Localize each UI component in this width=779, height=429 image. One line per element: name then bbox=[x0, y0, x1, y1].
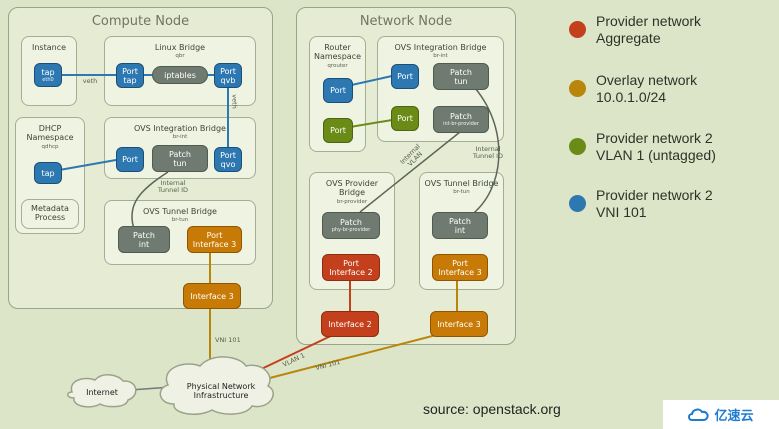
legend-text-overlay: Overlay network 10.0.1.0/24 bbox=[596, 72, 698, 105]
linux-bridge-title: Linux Bridge bbox=[154, 43, 206, 52]
legend-text-provider-aggregate: Provider network Aggregate bbox=[596, 13, 702, 46]
linux-bridge-sub: qbr bbox=[175, 53, 185, 59]
compute-ovs-tun-title: OVS Tunnel Bridge bbox=[143, 207, 217, 216]
source-credit: source: openstack.org bbox=[423, 401, 561, 417]
net-tun-patch-int[interactable]: Patch int bbox=[432, 212, 488, 239]
legend-dot-provider-vlan bbox=[569, 138, 586, 155]
physical-network-cloud-shape bbox=[159, 356, 274, 416]
wire-compute-internal-tunnel bbox=[131, 171, 169, 233]
network-ovs-tun-title: OVS Tunnel Bridge bbox=[424, 179, 499, 188]
cloud-logo-icon bbox=[688, 408, 710, 421]
compute-tun-patch-int[interactable]: Patch int bbox=[118, 226, 170, 253]
wire-iface2-to-physical bbox=[254, 333, 336, 373]
net-int-patch-provider-label: Patch bbox=[450, 112, 472, 121]
compute-ovs-tun-sub: br-tun bbox=[171, 217, 189, 223]
net-tun-port-iface3[interactable]: Port Interface 3 bbox=[432, 254, 488, 281]
network-node-title: Network Node bbox=[359, 14, 453, 29]
compute-int-port[interactable]: Port bbox=[116, 147, 144, 172]
net-int-patch-provider[interactable]: Patch int-br-provider bbox=[433, 106, 489, 133]
physical-network-label: Physical Network Infrastructure bbox=[186, 382, 256, 400]
linux-bridge-port-qvb[interactable]: Port qvb bbox=[214, 63, 242, 88]
watermark-text: 亿速云 bbox=[714, 409, 754, 424]
compute-node-title: Compute Node bbox=[91, 14, 190, 29]
instance-title: Instance bbox=[31, 43, 67, 52]
provider-bridge-sub: br-provider bbox=[336, 199, 368, 205]
legend-dot-provider-vni bbox=[569, 195, 586, 212]
dhcp-title: DHCP Namespace bbox=[26, 124, 74, 142]
router-port-green[interactable]: Port bbox=[323, 118, 353, 143]
compute-internal-tunnel-label: Internal Tunnel ID bbox=[157, 179, 189, 194]
network-ovs-int-title: OVS Integration Bridge bbox=[394, 43, 487, 52]
net-int-patch-provider-sub: int-br-provider bbox=[443, 121, 479, 127]
net-int-port-green[interactable]: Port bbox=[391, 106, 419, 131]
legend-text-provider-vni: Provider network 2 VNI 101 bbox=[596, 187, 713, 220]
compute-interface-3[interactable]: Interface 3 bbox=[183, 283, 241, 309]
provider-bridge-title: OVS Provider Bridge bbox=[325, 179, 379, 197]
dhcp-sub: qdhcp bbox=[41, 144, 59, 150]
dhcp-tap-port[interactable]: tap bbox=[34, 162, 62, 184]
router-title: Router Namespace bbox=[313, 43, 362, 61]
watermark-logo: 亿速云 bbox=[663, 400, 779, 429]
compute-int-patch-tun[interactable]: Patch tun bbox=[152, 145, 208, 172]
provider-port-iface2[interactable]: Port Interface 2 bbox=[322, 254, 380, 281]
compute-ovs-int-title: OVS Integration Bridge bbox=[134, 124, 226, 133]
net-int-port-blue[interactable]: Port bbox=[391, 64, 419, 89]
instance-tap-label: tap bbox=[41, 67, 55, 77]
provider-patch[interactable]: Patch phy-br-provider bbox=[322, 212, 380, 239]
compute-int-port-qvo[interactable]: Port qvo bbox=[214, 147, 242, 172]
metadata-title: Metadata Process bbox=[31, 204, 69, 222]
compute-vni-label: VNI 101 bbox=[215, 336, 241, 344]
instance-tap-sub: eth0 bbox=[42, 76, 54, 83]
compute-tun-port-iface3[interactable]: Port Interface 3 bbox=[187, 226, 242, 253]
instance-tap-port[interactable]: tap eth0 bbox=[34, 63, 62, 87]
veth-label-1: veth bbox=[82, 77, 98, 85]
linux-bridge-port-tap[interactable]: Port tap bbox=[116, 63, 144, 88]
wire-internal-vlan bbox=[359, 131, 461, 213]
legend-dot-provider-aggregate bbox=[569, 21, 586, 38]
veth-label-2: veth bbox=[230, 94, 239, 109]
metadata-process-box: Metadata Process bbox=[21, 199, 79, 229]
wire-net-iface3-to-physical bbox=[261, 333, 441, 381]
network-ovs-int-sub: br-int bbox=[433, 53, 448, 59]
provider-patch-label: Patch bbox=[340, 218, 362, 227]
compute-ovs-int-sub: br-int bbox=[172, 134, 188, 140]
legend-dot-overlay bbox=[569, 80, 586, 97]
wire-network-internal-tunnel bbox=[469, 87, 500, 217]
iptables-node[interactable]: iptables bbox=[152, 66, 208, 84]
net-int-patch-tun[interactable]: Patch tun bbox=[433, 63, 489, 90]
router-port-blue[interactable]: Port bbox=[323, 78, 353, 103]
internet-cloud-shape bbox=[67, 374, 137, 408]
network-internal-tunnel-label: Internal Tunnel ID bbox=[472, 145, 504, 160]
network-interface-2[interactable]: Interface 2 bbox=[321, 311, 379, 337]
provider-patch-sub: phy-br-provider bbox=[331, 227, 371, 233]
router-sub: qrouter bbox=[327, 63, 348, 69]
network-interface-3[interactable]: Interface 3 bbox=[430, 311, 488, 337]
network-ovs-tun-sub: br-tun bbox=[453, 189, 470, 195]
internet-label: Internet bbox=[86, 388, 118, 397]
legend-text-provider-vlan: Provider network 2 VLAN 1 (untagged) bbox=[596, 130, 716, 163]
